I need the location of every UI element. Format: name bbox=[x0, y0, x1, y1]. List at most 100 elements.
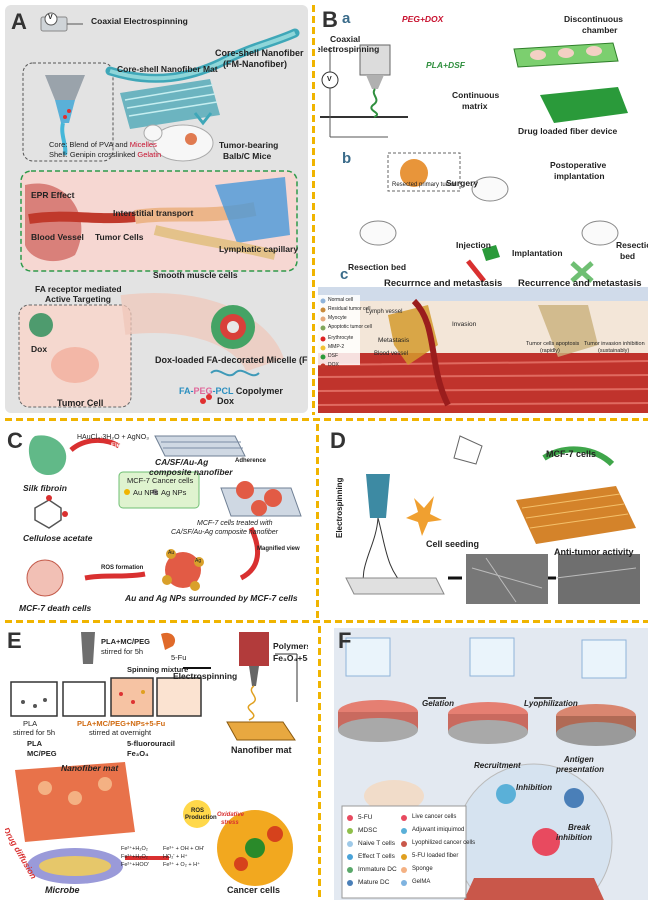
inhibition2-label: inhibition bbox=[556, 833, 592, 842]
composite-2-label: composite nanofiber bbox=[149, 467, 233, 477]
legend-fe3o4: Fe₃O₄ bbox=[127, 749, 149, 758]
surgery-label: Surgery bbox=[446, 178, 479, 188]
reaction: Fe²⁺+HOO' bbox=[121, 862, 149, 868]
implantation-2-label: Implantation bbox=[512, 248, 563, 258]
panel-f-illustration bbox=[338, 637, 636, 900]
sustainably-label: (sustainably) bbox=[598, 348, 630, 354]
legend-item: Erythrocyte bbox=[328, 335, 354, 341]
panel-c: C HAuCl₄·3H₂O + AgNO₃ Electrospinning Si… bbox=[5, 428, 308, 616]
separator-horizontal-2 bbox=[5, 620, 648, 623]
legend-5fu: 5-fluorouracil bbox=[127, 739, 175, 748]
spinning-mixture-label: Spinning mixture bbox=[127, 665, 189, 674]
panel-d: D MCF-7 cells Electrospinning Cell seedi… bbox=[326, 428, 648, 613]
smooth-muscle-label: Smooth muscle cells bbox=[153, 270, 238, 280]
legend-item: Mature DC bbox=[358, 879, 390, 886]
lyophilization-label: Lyophilization bbox=[524, 699, 578, 708]
lymphatic-capillary-label: Lymphatic capillary bbox=[219, 244, 299, 254]
electrospinning-e-label: Electrospinning bbox=[173, 671, 238, 681]
panel-b-illustration bbox=[318, 42, 648, 413]
au-label: Au bbox=[168, 550, 175, 556]
five-fu-top-label: 5-Fu bbox=[171, 653, 187, 662]
dox-micelle-label: Dox-loaded FA-decorated Micelle (FM) bbox=[155, 355, 308, 365]
legend-item: DSF bbox=[328, 353, 338, 359]
treated-1-label: MCF-7 cells treated with bbox=[197, 520, 273, 527]
fm-nanofiber-label: (FM-Nanofiber) bbox=[223, 59, 287, 69]
reaction: Fe³⁺+H₂O₂ bbox=[121, 854, 148, 860]
legend-item: Effect T cells bbox=[358, 853, 395, 860]
panel-b-sub-b: b bbox=[342, 150, 352, 167]
cell-seeding-label: Cell seeding bbox=[426, 539, 480, 549]
reaction: Fe²⁺+H₂O₂ bbox=[121, 846, 148, 852]
legend-item: GelMA bbox=[412, 879, 431, 885]
panel-c-letter: C bbox=[7, 428, 23, 453]
electrospinning-label: electrospinning bbox=[318, 44, 380, 54]
fe3o4-5fu-label: Fe₃O₄+5-Fu bbox=[273, 653, 308, 663]
invasion-label: Invasion bbox=[452, 321, 477, 328]
ag-label: Ag bbox=[195, 558, 202, 564]
matrix-label: matrix bbox=[462, 101, 488, 111]
legend-item: Live cancer cells bbox=[412, 814, 457, 820]
panel-d-illustration bbox=[345, 435, 640, 604]
dox-label: Dox bbox=[31, 344, 48, 354]
shell-description: Shell: Genipin crosslinked Gelatin bbox=[49, 150, 162, 159]
oxidative-label: Oxidative bbox=[217, 812, 245, 818]
cellulose-acetate-label: Cellulose acetate bbox=[23, 533, 93, 543]
inhibition-label: Inhibition bbox=[516, 783, 552, 792]
panel-a-illustration bbox=[18, 12, 300, 408]
separator-horizontal-1 bbox=[5, 418, 648, 421]
reaction: Fe³⁺ + OH + OH' bbox=[163, 846, 205, 852]
lymph-vessel-label: Lymph vessel bbox=[366, 309, 403, 315]
legend-item: Lyophilized cancer cells bbox=[412, 840, 476, 846]
legend-au: Au NPs bbox=[133, 488, 159, 497]
reagents-label: HAuCl₄·3H₂O + AgNO₃ bbox=[77, 434, 150, 441]
legend-item: 5-FU loaded fiber bbox=[412, 853, 459, 859]
voltage-symbol-b: V bbox=[327, 76, 332, 83]
separator-vertical-middle bbox=[316, 424, 319, 620]
coaxial-electrospinning-label: Coaxial Electrospinning bbox=[91, 16, 188, 26]
antigen-label: Antigen bbox=[564, 755, 594, 764]
nanofiber-mat-2-label: Nanofiber mat bbox=[61, 763, 119, 773]
resection-bed-left-label: Resection bed bbox=[348, 262, 407, 272]
balb-mice-label: Balb/C Mice bbox=[223, 151, 272, 161]
drug-device-label: Drug loaded fiber device bbox=[518, 126, 618, 136]
treated-2-label: CA/SF/Au-Ag composite nanofiber bbox=[171, 529, 278, 536]
panel-e-illustration bbox=[10, 632, 298, 886]
mcf7-label: MCF-7 cells bbox=[546, 449, 597, 459]
implantation-1-label: implantation bbox=[554, 171, 605, 181]
chamber-label: chamber bbox=[582, 25, 618, 35]
legend-pla: PLA bbox=[27, 739, 42, 748]
panel-b: B a b c PEG+DOX PLA+DSF Coaxial electros… bbox=[318, 5, 648, 413]
panel-e-letter: E bbox=[7, 628, 22, 653]
blood-vessel-label: Blood Vessel bbox=[31, 232, 84, 242]
silk-fibroin-label: Silk fibroin bbox=[23, 483, 67, 493]
ros-label: ROS bbox=[191, 808, 205, 814]
legend-item: MMP-2 bbox=[328, 344, 345, 350]
mixture-label: PLA+MC/PEG+NPs+5-Fu bbox=[77, 719, 166, 728]
panel-b-sub-a: a bbox=[342, 10, 351, 27]
gelation-label: Gelation bbox=[422, 699, 455, 708]
cancer-cells-label: Cancer cells bbox=[227, 885, 281, 895]
injection-label: Injection bbox=[456, 240, 491, 250]
recurrence-left-label: Recurrnce and metastasis bbox=[384, 278, 503, 289]
panel-b-sub-c: c bbox=[340, 266, 349, 283]
legend-item: Naive T cells bbox=[358, 840, 395, 847]
legend-item: Residual tumor cell bbox=[328, 306, 371, 312]
separator-vertical-top bbox=[312, 5, 315, 415]
resection-label: Resection bbox=[616, 240, 648, 250]
pla-mc-peg-label: PLA+MC/PEG bbox=[101, 637, 150, 646]
legend-item: DOX bbox=[328, 362, 339, 368]
legend-item: Myocyte bbox=[328, 315, 347, 321]
interstitial-transport-label: Interstitial transport bbox=[113, 208, 194, 218]
continuous-label: Continuous bbox=[452, 90, 500, 100]
legend-item: Apoptotic tumor cell bbox=[328, 324, 372, 330]
tumor-bearing-label: Tumor-bearing bbox=[219, 140, 279, 150]
core-shell-nanofiber-label: Core-shell Nanofiber bbox=[215, 48, 304, 58]
legend-item: Sponge bbox=[412, 866, 433, 872]
blood-vessel-b-label: Blood vessel bbox=[374, 351, 409, 357]
electrospinning-c-label: Electrospinning bbox=[111, 443, 157, 449]
anti-tumor-label: Anti-tumor activity bbox=[554, 547, 634, 557]
panel-c-illustration bbox=[26, 435, 302, 597]
composite-1-label: CA/SF/Au-Ag bbox=[155, 457, 209, 467]
coaxial-label: Coaxial bbox=[330, 34, 361, 44]
panel-a: A Coaxial Electrospinning V Core-shell N… bbox=[5, 5, 308, 413]
